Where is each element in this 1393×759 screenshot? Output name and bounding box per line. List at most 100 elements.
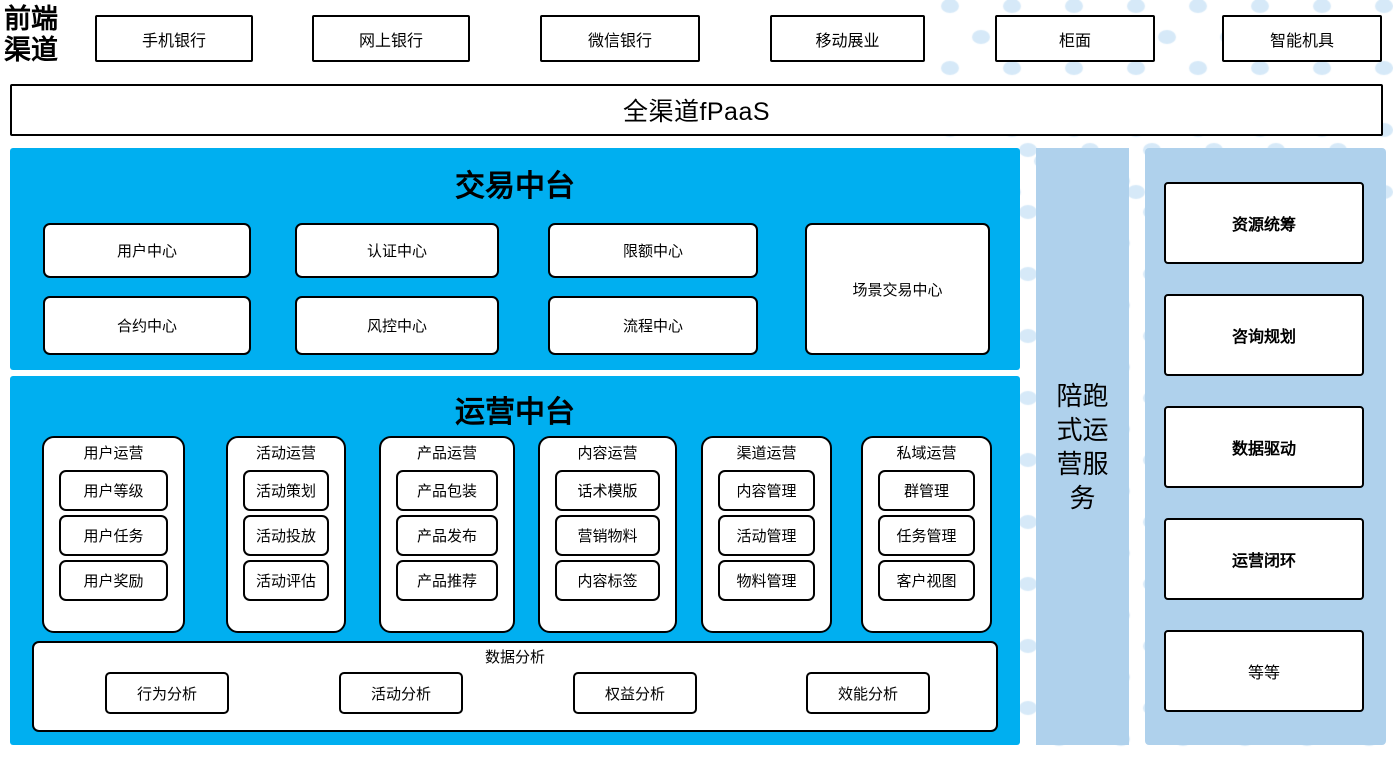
data-analysis-item[interactable]: 行为分析 bbox=[105, 672, 229, 714]
operations-column: 活动运营活动策划活动投放活动评估 bbox=[226, 436, 346, 633]
data-analysis-item[interactable]: 权益分析 bbox=[573, 672, 697, 714]
data-analysis-title: 数据分析 bbox=[484, 649, 545, 666]
fpaas-label: 全渠道fPaaS bbox=[622, 98, 771, 126]
operations-column: 产品运营产品包装产品发布产品推荐 bbox=[379, 436, 515, 633]
operations-item[interactable]: 用户等级 bbox=[59, 470, 168, 511]
transaction-center-box[interactable]: 流程中心 bbox=[548, 296, 758, 355]
channel-label: 网上银行 bbox=[358, 32, 423, 50]
operations-item[interactable]: 活动评估 bbox=[243, 560, 329, 601]
operations-item[interactable]: 群管理 bbox=[878, 470, 975, 511]
operations-column-title: 渠道运营 bbox=[736, 445, 797, 462]
operations-item[interactable]: 物料管理 bbox=[718, 560, 815, 601]
operations-item-label: 活动投放 bbox=[255, 528, 316, 545]
operations-item-label: 活动管理 bbox=[736, 528, 797, 545]
operations-item-label: 用户任务 bbox=[83, 528, 144, 545]
channel-box[interactable]: 移动展业 bbox=[770, 15, 925, 62]
operations-column: 私域运营群管理任务管理客户视图 bbox=[861, 436, 992, 633]
operations-item[interactable]: 活动投放 bbox=[243, 515, 329, 556]
transaction-center-label: 风控中心 bbox=[366, 318, 427, 335]
transaction-center-box[interactable]: 风控中心 bbox=[295, 296, 499, 355]
operations-item-label: 产品包装 bbox=[416, 483, 477, 500]
data-analysis-item-label: 行为分析 bbox=[136, 685, 197, 703]
operations-column: 用户运营用户等级用户任务用户奖励 bbox=[42, 436, 185, 633]
operations-item[interactable]: 产品包装 bbox=[396, 470, 498, 511]
operations-item-label: 物料管理 bbox=[736, 573, 797, 590]
operations-item[interactable]: 内容管理 bbox=[718, 470, 815, 511]
operations-item-label: 营销物料 bbox=[577, 528, 638, 545]
capability-label: 运营闭环 bbox=[1231, 553, 1296, 570]
operations-item-label: 产品发布 bbox=[416, 528, 477, 545]
operations-item[interactable]: 任务管理 bbox=[878, 515, 975, 556]
transaction-center-box[interactable]: 认证中心 bbox=[295, 223, 499, 278]
accompanying-operation-service-label: 陪跑式运营服务 bbox=[1056, 380, 1109, 513]
operations-item-label: 客户视图 bbox=[896, 573, 957, 590]
channel-label: 移动展业 bbox=[815, 32, 880, 50]
operations-item[interactable]: 客户视图 bbox=[878, 560, 975, 601]
capability-box[interactable]: 资源统筹 bbox=[1164, 182, 1364, 264]
operations-item[interactable]: 活动管理 bbox=[718, 515, 815, 556]
transaction-center-label: 用户中心 bbox=[116, 243, 177, 260]
fpaas-bar[interactable]: 全渠道fPaaS bbox=[10, 84, 1383, 136]
transaction-center-label: 合约中心 bbox=[116, 318, 177, 335]
operations-column-title: 私域运营 bbox=[896, 445, 957, 462]
operations-item[interactable]: 产品发布 bbox=[396, 515, 498, 556]
data-analysis-item-label: 效能分析 bbox=[837, 685, 898, 703]
operations-column: 内容运营话术模版营销物料内容标签 bbox=[538, 436, 677, 633]
operations-item-label: 内容管理 bbox=[736, 483, 797, 500]
operations-item[interactable]: 用户奖励 bbox=[59, 560, 168, 601]
capability-label: 资源统筹 bbox=[1231, 217, 1296, 234]
capability-box[interactable]: 运营闭环 bbox=[1164, 518, 1364, 600]
channel-box[interactable]: 手机银行 bbox=[95, 15, 253, 62]
operations-column-title: 产品运营 bbox=[416, 445, 477, 462]
operations-item-label: 活动评估 bbox=[255, 573, 316, 590]
operations-column-title: 活动运营 bbox=[255, 445, 316, 462]
transaction-center-label: 场景交易中心 bbox=[852, 281, 943, 299]
data-analysis-item-label: 活动分析 bbox=[370, 685, 431, 703]
operations-item[interactable]: 内容标签 bbox=[555, 560, 660, 601]
operations-item[interactable]: 营销物料 bbox=[555, 515, 660, 556]
operations-item-label: 用户奖励 bbox=[83, 573, 144, 590]
channel-box[interactable]: 微信银行 bbox=[540, 15, 700, 62]
capability-box[interactable]: 等等 bbox=[1164, 630, 1364, 712]
transaction-platform-title: 交易中台 bbox=[455, 170, 575, 203]
channel-label: 柜面 bbox=[1058, 32, 1091, 50]
operations-item[interactable]: 活动策划 bbox=[243, 470, 329, 511]
transaction-center-box[interactable]: 场景交易中心 bbox=[805, 223, 990, 355]
operations-item[interactable]: 用户任务 bbox=[59, 515, 168, 556]
data-analysis-card: 数据分析行为分析 活动分析 权益分析 效能分析 bbox=[32, 641, 998, 732]
transaction-center-label: 流程中心 bbox=[622, 318, 683, 335]
transaction-center-label: 限额中心 bbox=[622, 243, 683, 260]
capability-label: 咨询规划 bbox=[1231, 329, 1296, 346]
channel-label: 手机银行 bbox=[141, 32, 206, 50]
operations-item-label: 用户等级 bbox=[83, 483, 144, 500]
transaction-center-label: 认证中心 bbox=[366, 243, 427, 260]
operations-item-label: 产品推荐 bbox=[416, 573, 477, 590]
frontend-channel-label: 前端渠道 bbox=[4, 4, 58, 65]
capability-panel: 资源统筹咨询规划数据驱动运营闭环等等 bbox=[1145, 148, 1386, 745]
channel-box[interactable]: 网上银行 bbox=[312, 15, 470, 62]
capability-box[interactable]: 咨询规划 bbox=[1164, 294, 1364, 376]
operations-column-title: 内容运营 bbox=[577, 445, 638, 462]
operations-item-label: 内容标签 bbox=[577, 573, 638, 590]
capability-label: 等等 bbox=[1247, 665, 1280, 682]
channel-box[interactable]: 智能机具 bbox=[1222, 15, 1382, 62]
capability-label: 数据驱动 bbox=[1231, 441, 1296, 458]
operations-item[interactable]: 产品推荐 bbox=[396, 560, 498, 601]
data-analysis-item[interactable]: 活动分析 bbox=[339, 672, 463, 714]
transaction-center-box[interactable]: 合约中心 bbox=[43, 296, 251, 355]
operations-item-label: 话术模版 bbox=[577, 483, 638, 500]
data-analysis-item-label: 权益分析 bbox=[604, 685, 665, 703]
channel-label: 微信银行 bbox=[587, 32, 652, 50]
operations-item-label: 任务管理 bbox=[896, 528, 957, 545]
accompanying-operation-service-column: 陪跑式运营服务 bbox=[1036, 148, 1129, 745]
capability-box[interactable]: 数据驱动 bbox=[1164, 406, 1364, 488]
transaction-platform: 交易中台用户中心 认证中心 限额中心场景交易中心合约中心 风控中心 流程中心 bbox=[10, 148, 1020, 370]
transaction-center-box[interactable]: 用户中心 bbox=[43, 223, 251, 278]
transaction-center-box[interactable]: 限额中心 bbox=[548, 223, 758, 278]
operations-item-label: 群管理 bbox=[903, 483, 949, 500]
channel-label: 智能机具 bbox=[1269, 32, 1334, 50]
channel-box[interactable]: 柜面 bbox=[995, 15, 1155, 62]
operations-column: 渠道运营内容管理活动管理物料管理 bbox=[701, 436, 832, 633]
data-analysis-item[interactable]: 效能分析 bbox=[806, 672, 930, 714]
operations-item[interactable]: 话术模版 bbox=[555, 470, 660, 511]
